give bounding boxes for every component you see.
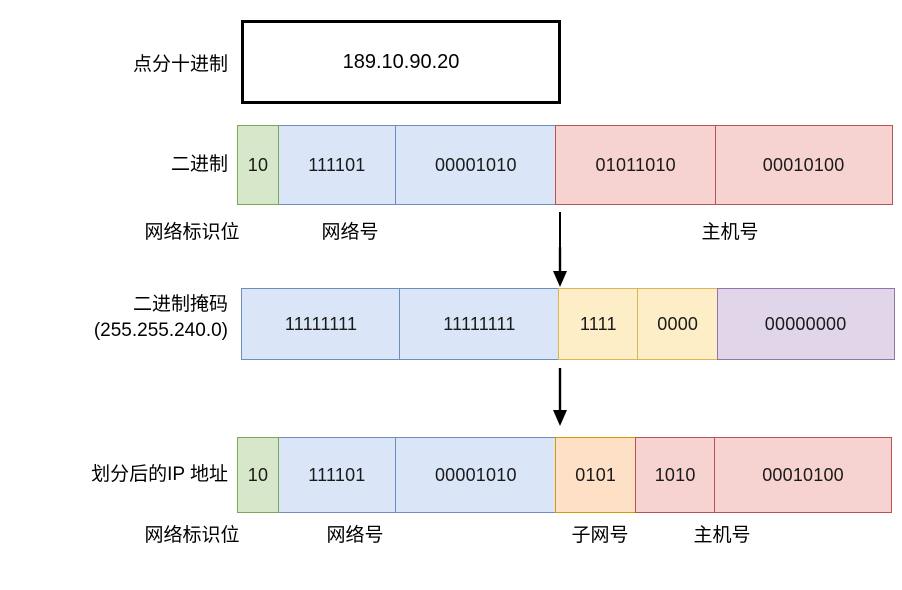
row-label-binary: 二进制 xyxy=(170,154,228,175)
result-cell-2-text: 00001010 xyxy=(434,464,517,485)
result-cell-3-text: 0101 xyxy=(575,464,617,485)
result-cell-0: 10 xyxy=(237,437,279,513)
caption-top-network-id-bits: 网络标识位 xyxy=(144,222,240,243)
caption-bottom-subnet-number: 子网号 xyxy=(571,525,629,546)
binary-cell-2: 00001010 xyxy=(394,125,557,205)
binary-cell-2-text: 00001010 xyxy=(434,154,517,175)
mask-cell-3: 0000 xyxy=(637,288,719,360)
result-cell-3: 0101 xyxy=(555,437,637,513)
result-cell-5-text: 00010100 xyxy=(762,464,844,485)
mask-cell-1: 11111111 xyxy=(399,288,560,360)
result-cell-4-text: 1010 xyxy=(654,464,696,485)
result-cell-1-text: 111101 xyxy=(308,464,366,485)
row-label-binary-mask: 二进制掩码 (255.255.240.0) xyxy=(40,292,228,344)
binary-row: 10 111101 00001010 01011010 00010100 xyxy=(237,125,893,205)
binary-cell-0-text: 10 xyxy=(247,154,269,175)
mask-cell-3-text: 0000 xyxy=(657,313,699,334)
arrow-mask-to-result xyxy=(548,368,574,426)
mask-cell-0-text: 11111111 xyxy=(284,313,358,334)
mask-cell-4-text: 00000000 xyxy=(764,313,847,334)
binary-cell-4-text: 00010100 xyxy=(762,154,845,175)
caption-top-host-number: 主机号 xyxy=(701,222,759,243)
caption-bottom-network-id-bits: 网络标识位 xyxy=(144,525,240,546)
mask-cell-4: 00000000 xyxy=(716,288,895,360)
caption-bottom-network-number: 网络号 xyxy=(326,525,384,546)
result-cell-5: 00010100 xyxy=(714,437,893,513)
mask-row: 11111111 11111111 1111 0000 00000000 xyxy=(241,288,895,360)
arrow-binary-to-mask xyxy=(548,247,574,287)
mask-cell-1-text: 11111111 xyxy=(443,313,516,334)
mask-cell-2-text: 1111 xyxy=(579,313,617,334)
binary-cell-1: 111101 xyxy=(277,125,397,205)
binary-cell-4: 00010100 xyxy=(714,125,893,205)
result-cell-2: 00001010 xyxy=(394,437,557,513)
caption-top-network-number: 网络号 xyxy=(321,222,379,243)
binary-cell-1-text: 111101 xyxy=(308,154,366,175)
caption-bottom-host-number: 主机号 xyxy=(693,525,751,546)
row-label-divided-ip: 划分后的IP 地址 xyxy=(91,464,228,485)
dotted-decimal-box: 189.10.90.20 xyxy=(241,20,561,104)
row-label-dotted-decimal: 点分十进制 xyxy=(132,54,228,75)
dotted-decimal-value: 189.10.90.20 xyxy=(342,50,460,73)
result-cell-0-text: 10 xyxy=(247,464,269,485)
row-label-binary-mask-line2: (255.255.240.0) xyxy=(93,320,228,341)
result-cell-1: 111101 xyxy=(277,437,397,513)
mask-cell-0: 11111111 xyxy=(241,288,401,360)
binary-cell-0: 10 xyxy=(237,125,279,205)
binary-cell-3-text: 01011010 xyxy=(595,154,676,175)
result-cell-4: 1010 xyxy=(634,437,716,513)
result-row: 10 111101 00001010 0101 1010 00010100 xyxy=(237,437,893,513)
row-label-binary-mask-line1: 二进制掩码 xyxy=(132,294,228,315)
binary-cell-3: 01011010 xyxy=(555,125,717,205)
network-host-split-tick xyxy=(559,212,561,248)
mask-cell-2: 1111 xyxy=(557,288,639,360)
